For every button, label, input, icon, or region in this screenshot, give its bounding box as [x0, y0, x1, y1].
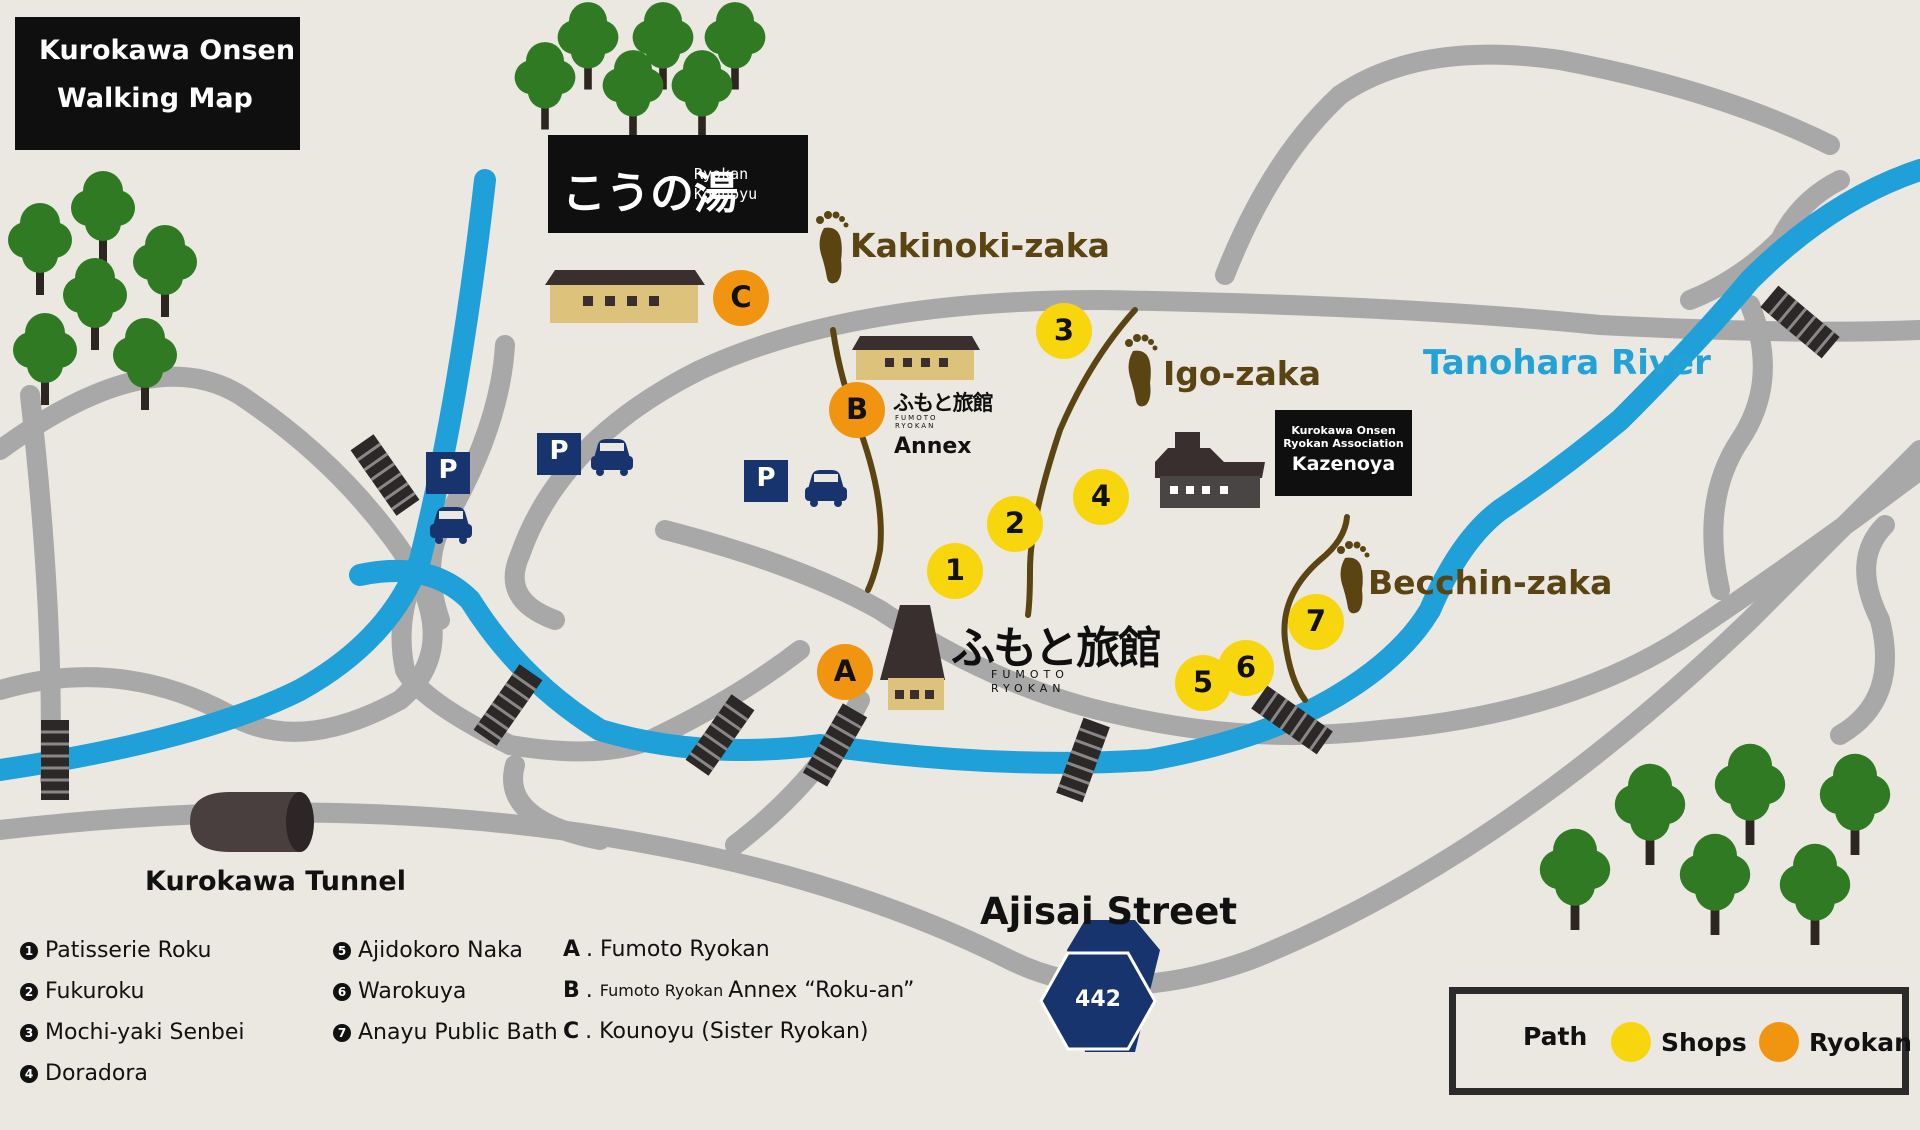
- kounoyu-sub-1: Ryokan: [694, 165, 749, 183]
- slope-label-igo: Igo-zaka: [1163, 354, 1321, 393]
- key-shops: Shops: [1611, 1022, 1747, 1062]
- fumoto-ryokan-logo: ふもと旅館 FUMOTO RYOKAN: [951, 612, 1171, 702]
- shop-marker-6: 6: [1235, 650, 1257, 684]
- tunnel-label: Kurokawa Tunnel: [145, 866, 406, 897]
- shop-marker-7: 7: [1305, 604, 1327, 638]
- key-ryokan-label: Ryokan: [1809, 1027, 1912, 1057]
- route-number: 442: [1075, 987, 1121, 1012]
- key-shop-dot: [1611, 1022, 1651, 1062]
- key-shops-label: Shops: [1661, 1027, 1747, 1057]
- ryokan-legend-item: A. Fumoto Ryokan: [563, 929, 914, 970]
- river-label: Tanohara River: [1423, 343, 1711, 383]
- shop-legend-name: Mochi-yaki Senbei: [45, 1020, 245, 1045]
- title-line-2: Walking Map: [57, 83, 253, 114]
- fumoto-logo-kanji: ふもと旅館: [951, 623, 1162, 674]
- shop-legend-number: 3: [20, 1023, 38, 1042]
- shop-legend-col-1: 1 Patisserie Roku 2 Fukuroku 3 Mochi-yaki S…: [20, 930, 245, 1094]
- shop-legend-item: 7 Anayu Public Bath: [333, 1012, 558, 1053]
- kazenoya-sign: Kurokawa Onsen Ryokan Association Kazeno…: [1275, 410, 1412, 496]
- annex-label: Annex: [894, 434, 972, 459]
- shop-marker-3: 3: [1053, 313, 1075, 347]
- ryokan-legend-name: Kounoyu (Sister Ryokan): [599, 1019, 869, 1044]
- fumoto-logo-roman-1: FUMOTO: [991, 668, 1069, 681]
- kazenoya-line-3: Kazenoya: [1291, 453, 1396, 475]
- kounoyu-building: [545, 270, 705, 323]
- kazenoya-line-1: Kurokawa Onsen: [1291, 424, 1396, 437]
- shop-legend-name: Warokuya: [358, 979, 467, 1004]
- shop-legend-item: 5 Ajidokoro Naka: [333, 930, 558, 971]
- ryokan-legend-letter: B: [563, 978, 580, 1003]
- map-key: Path Shops Ryokan: [1449, 987, 1912, 1095]
- kazenoya-building: [1155, 432, 1265, 508]
- fumoto-building: [880, 605, 945, 710]
- slope-label-kakinoki: Kakinoki-zaka: [850, 226, 1110, 265]
- slope-label-becchin: Becchin-zaka: [1368, 563, 1613, 602]
- parking-label-1: P: [438, 455, 458, 485]
- slope-paths: [830, 307, 1350, 703]
- kounoyu-sub-2: Kounoyu: [694, 185, 758, 203]
- shop-legend-number: 1: [20, 941, 38, 960]
- map-title: Kurokawa Onsen Walking Map: [15, 17, 300, 150]
- markers: [713, 270, 1344, 711]
- ryokan-legend-letter: C: [563, 1019, 580, 1044]
- shop-legend-item: 3 Mochi-yaki Senbei: [20, 1012, 245, 1053]
- shop-marker-4: 4: [1090, 479, 1112, 513]
- shop-legend-number: 7: [333, 1023, 351, 1042]
- fumoto-logo-roman-2: RYOKAN: [991, 682, 1066, 695]
- route-442-shield: [1039, 920, 1160, 1052]
- shop-legend-item: 4 Doradora: [20, 1053, 245, 1094]
- shop-legend-item: 1 Patisserie Roku: [20, 930, 245, 971]
- ryokan-legend-item: C. Kounoyu (Sister Ryokan): [563, 1011, 914, 1052]
- parking-label-3: P: [756, 463, 776, 493]
- ryokan-legend-prefix: .: [586, 937, 601, 962]
- kurokawa-tunnel: [190, 792, 314, 852]
- annex-building: [852, 336, 980, 380]
- annex-logo-roman-1: FUMOTO: [895, 414, 938, 422]
- ryokan-legend-letter: A: [563, 937, 581, 962]
- shop-marker-2: 2: [1004, 506, 1026, 540]
- ryokan-legend-small: Fumoto Ryokan: [599, 981, 729, 1000]
- key-ryokan-dot: [1759, 1022, 1799, 1062]
- shop-marker-5: 5: [1192, 665, 1214, 699]
- kounoyu-sign: こうの湯 Ryokan Kounoyu: [548, 135, 808, 233]
- ryokan-marker-a: A: [833, 654, 857, 688]
- title-line-1: Kurokawa Onsen: [39, 35, 296, 66]
- shop-legend-number: 6: [333, 982, 351, 1001]
- key-path-label: Path: [1523, 1022, 1588, 1051]
- parking-label-2: P: [549, 436, 569, 466]
- shop-legend-name: Fukuroku: [45, 979, 145, 1004]
- kazenoya-line-2: Ryokan Association: [1283, 437, 1404, 450]
- shop-legend-number: 2: [20, 982, 38, 1001]
- shop-legend-col-2: 5 Ajidokoro Naka 6 Warokuya 7 Anayu Public …: [333, 930, 558, 1053]
- kounoyu-logo-text: こうの湯: [562, 168, 738, 219]
- ryokan-marker-b: B: [845, 392, 869, 426]
- shop-legend-item: 2 Fukuroku: [20, 971, 245, 1012]
- annex-logo: ふもと旅館 FUMOTO RYOKAN Annex: [893, 387, 1023, 467]
- shop-legend-name: Anayu Public Bath: [358, 1020, 558, 1045]
- parking-areas: [426, 433, 847, 544]
- shop-legend-number: 4: [20, 1064, 38, 1083]
- ryokan-legend-name: Fumoto Ryokan: [600, 937, 770, 962]
- shop-legend-name: Patisserie Roku: [45, 938, 212, 963]
- ryokan-legend-name: Annex “Roku-an”: [728, 978, 915, 1003]
- annex-logo-kanji: ふもと旅館: [893, 390, 994, 415]
- shop-marker-1: 1: [944, 553, 966, 587]
- key-ryokan: Ryokan: [1759, 1022, 1912, 1062]
- ryokan-marker-c: C: [730, 280, 752, 314]
- shop-legend-item: 6 Warokuya: [333, 971, 558, 1012]
- street-label: Ajisai Street: [980, 890, 1238, 933]
- shop-legend-name: Ajidokoro Naka: [358, 938, 523, 963]
- shop-legend-number: 5: [333, 941, 351, 960]
- ryokan-legend: A. Fumoto Ryokan B. Fumoto Ryokan Annex …: [563, 929, 914, 1052]
- annex-logo-roman-2: RYOKAN: [895, 422, 936, 430]
- ryokan-legend-prefix: .: [585, 978, 600, 1003]
- shop-legend-name: Doradora: [45, 1061, 148, 1086]
- ryokan-legend-item: B. Fumoto Ryokan Annex “Roku-an”: [563, 970, 914, 1011]
- key-path: Path: [1523, 1022, 1587, 1051]
- ryokan-legend-prefix: .: [585, 1019, 600, 1044]
